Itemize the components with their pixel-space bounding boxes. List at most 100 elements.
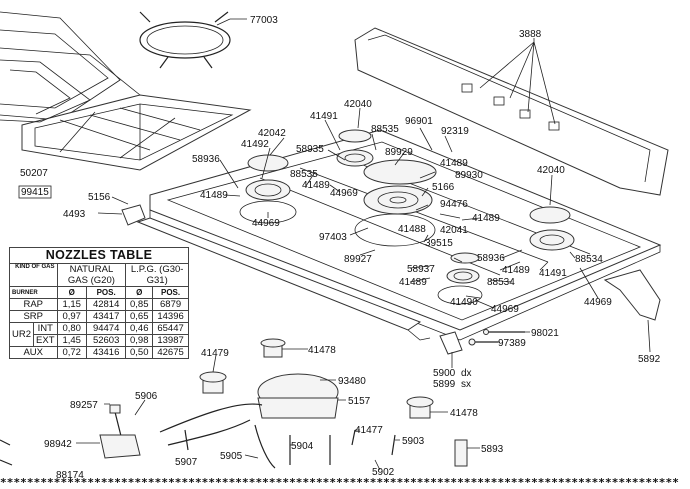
- lpg-pos-header: POS.: [152, 286, 189, 299]
- burner-right: [529, 206, 575, 251]
- leader-lines: [76, 18, 651, 471]
- nozzles-table: NOZZLES TABLE KIND OF GAS NATURAL GAS (G…: [8, 247, 189, 359]
- label-41478-lower: 41478: [450, 408, 478, 419]
- wok-ring: [139, 11, 231, 69]
- label-4493: 4493: [63, 209, 86, 220]
- label-5907: 5907: [175, 457, 198, 468]
- label-92319: 92319: [441, 126, 469, 137]
- label-41478-upper: 41478: [308, 345, 336, 356]
- label-41489-left-upper: 41489: [302, 180, 330, 191]
- label-99415: 99415: [21, 187, 49, 198]
- kind-of-gas-label: KIND OF GAS: [9, 263, 58, 287]
- label-44969-center-upper: 44969: [330, 188, 358, 199]
- footer-stars: ****************************************…: [0, 476, 679, 489]
- table-row: UR2 INT 0,80 94474 0,46 65447: [8, 322, 189, 347]
- burners: [239, 129, 575, 305]
- ng-pos-header: POS.: [85, 286, 127, 299]
- part-labels: 77003 3888 42040 41491 96901 92319 88535…: [18, 15, 661, 481]
- label-42041: 42041: [440, 225, 468, 236]
- front-trim: [121, 204, 463, 355]
- label-96901: 96901: [405, 116, 433, 127]
- label-44969-right: 44969: [584, 297, 612, 308]
- label-5900: 5900: [433, 368, 456, 379]
- label-41479: 41479: [201, 348, 229, 359]
- nozzles-table-title: NOZZLES TABLE: [9, 247, 189, 264]
- label-58936-right: 58936: [477, 253, 505, 264]
- label-98942: 98942: [44, 439, 72, 450]
- label-41490: 41490: [450, 297, 478, 308]
- label-58936-left: 58936: [192, 154, 220, 165]
- hob-top: [149, 129, 662, 341]
- label-41492: 41492: [241, 139, 269, 150]
- natural-gas-header: NATURAL GAS (G20): [56, 263, 127, 287]
- label-88535-left: 88535: [290, 169, 318, 180]
- label-39515: 39515: [425, 238, 453, 249]
- label-5906: 5906: [135, 391, 158, 402]
- burner-rear-center: [336, 129, 374, 167]
- lpg-diameter-header: Ø: [125, 286, 154, 299]
- label-sx: sx: [461, 379, 471, 390]
- label-41491-right: 41491: [539, 268, 567, 279]
- label-5892: 5892: [638, 354, 661, 365]
- label-50207: 50207: [20, 168, 48, 179]
- label-5899: 5899: [433, 379, 456, 390]
- control-panel: [354, 27, 669, 196]
- label-41488: 41488: [398, 224, 426, 235]
- burner-center-wok: [354, 159, 437, 247]
- ur2-label: UR2: [8, 322, 35, 347]
- label-41489-left: 41489: [200, 190, 228, 201]
- label-dx: dx: [461, 368, 472, 379]
- side-trim: [603, 269, 661, 321]
- label-5156: 5156: [88, 192, 111, 203]
- label-41491-rear: 41491: [310, 111, 338, 122]
- label-42040-rear: 42040: [344, 99, 372, 110]
- pan-support-grids: [0, 11, 252, 171]
- label-44969-front: 44969: [491, 304, 519, 315]
- label-5157: 5157: [348, 396, 371, 407]
- label-41489-rear-right: 41489: [440, 158, 468, 169]
- label-99415-box: [18, 185, 52, 199]
- ng-diameter-header: Ø: [56, 286, 87, 299]
- label-5893: 5893: [481, 444, 504, 455]
- label-89930: 89930: [455, 170, 483, 181]
- burner-label: BURNER: [9, 286, 58, 299]
- label-88534-right: 88534: [575, 254, 603, 265]
- label-93480: 93480: [338, 376, 366, 387]
- label-58935: 58935: [296, 144, 324, 155]
- label-58937: 58937: [407, 264, 435, 275]
- burner-rear-left: [239, 154, 297, 224]
- label-77003: 77003: [250, 15, 278, 26]
- label-97389: 97389: [498, 338, 526, 349]
- lower-components: [0, 338, 468, 469]
- label-5166: 5166: [432, 182, 455, 193]
- label-44969-left: 44969: [252, 218, 280, 229]
- label-3888: 3888: [519, 29, 542, 40]
- label-5905: 5905: [220, 451, 243, 462]
- label-42040-right: 42040: [537, 165, 565, 176]
- label-98021: 98021: [531, 328, 559, 339]
- label-88174: 88174: [56, 470, 84, 481]
- label-42042: 42042: [258, 128, 286, 139]
- label-88534-front: 88534: [487, 277, 515, 288]
- label-89257: 89257: [70, 400, 98, 411]
- label-89927: 89927: [344, 254, 372, 265]
- table-row: EXT 1,45 52603 0,98 13987: [10, 334, 189, 347]
- screws: [468, 329, 525, 346]
- table-row: SRP 0,97 43417 0,65 14396: [9, 310, 189, 323]
- label-94476: 94476: [440, 199, 468, 210]
- label-41489-front: 41489: [399, 277, 427, 288]
- lpg-header: L.P.G. (G30-G31): [125, 263, 189, 287]
- burner-front-center: [437, 252, 483, 305]
- label-97403: 97403: [319, 232, 347, 243]
- label-41489-center: 41489: [472, 213, 500, 224]
- table-row: AUX 0,72 43416 0,50 42675: [9, 346, 189, 359]
- label-89929: 89929: [385, 147, 413, 158]
- table-row: RAP 1,15 42814 0,85 6879: [9, 298, 189, 311]
- label-88535-rear: 88535: [371, 124, 399, 135]
- label-5902: 5902: [372, 467, 395, 478]
- label-41489-right-a: 41489: [502, 265, 530, 276]
- label-5903: 5903: [402, 436, 425, 447]
- label-5904: 5904: [291, 441, 314, 452]
- label-41477: 41477: [355, 425, 383, 436]
